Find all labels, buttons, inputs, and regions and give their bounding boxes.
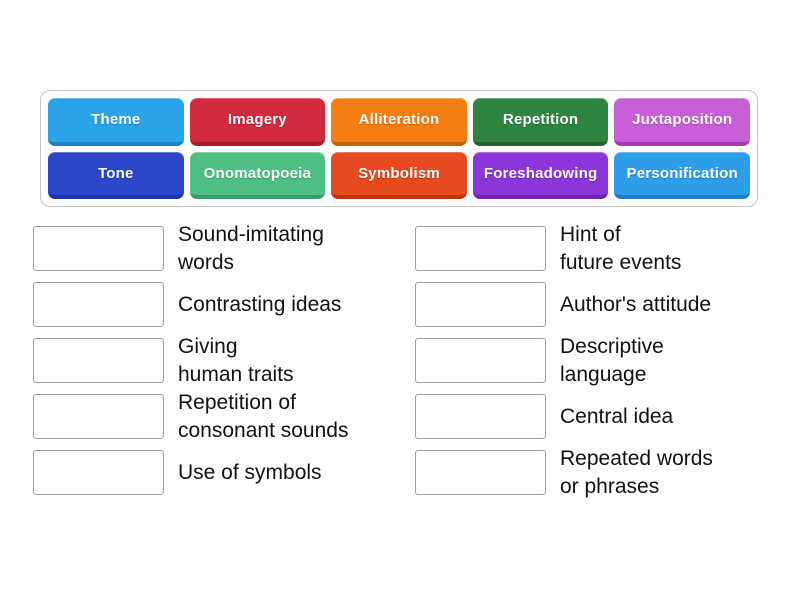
- definition-label: Giving human traits: [178, 333, 294, 389]
- definition-label: Hint of future events: [560, 221, 681, 277]
- answer-slot[interactable]: [33, 226, 164, 271]
- definition-line: future events: [560, 250, 682, 274]
- match-row: Giving human traits: [33, 335, 403, 386]
- tile-tone[interactable]: Tone: [48, 151, 184, 199]
- definition-line: human traits: [178, 362, 294, 386]
- match-row: Sound-imitating words: [33, 223, 403, 274]
- match-row: Use of symbols: [33, 450, 403, 495]
- definition-label: Contrasting ideas: [178, 291, 341, 319]
- definitions-column-left: Sound-imitating words Contrasting ideas …: [33, 223, 403, 506]
- definition-line: Author's attitude: [560, 292, 712, 316]
- tile-juxtaposition[interactable]: Juxtaposition: [614, 98, 750, 146]
- definition-label: Central idea: [560, 403, 673, 431]
- definition-line: Sound-imitating: [178, 222, 324, 246]
- match-row: Repeated words or phrases: [415, 447, 785, 498]
- match-row: Descriptive language: [415, 335, 785, 386]
- answer-slot[interactable]: [415, 282, 546, 327]
- definition-label: Author's attitude: [560, 291, 711, 319]
- match-row: Contrasting ideas: [33, 282, 403, 327]
- definition-label: Sound-imitating words: [178, 221, 324, 277]
- tile-alliteration[interactable]: Alliteration: [331, 98, 467, 146]
- answer-slot[interactable]: [415, 394, 546, 439]
- tile-theme[interactable]: Theme: [48, 98, 184, 146]
- tile-personification[interactable]: Personification: [614, 151, 750, 199]
- definition-line: Use of symbols: [178, 460, 322, 484]
- answer-slot[interactable]: [33, 282, 164, 327]
- answer-slot[interactable]: [415, 226, 546, 271]
- tile-foreshadowing[interactable]: Foreshadowing: [472, 151, 609, 199]
- definition-line: Central idea: [560, 404, 674, 428]
- definition-label: Use of symbols: [178, 459, 322, 487]
- definition-label: Descriptive language: [560, 333, 664, 389]
- answer-slot[interactable]: [33, 338, 164, 383]
- tile-repetition[interactable]: Repetition: [472, 98, 609, 146]
- definition-line: Descriptive: [560, 334, 664, 358]
- match-row: Author's attitude: [415, 282, 785, 327]
- tile-imagery[interactable]: Imagery: [189, 98, 326, 146]
- answer-slot[interactable]: [33, 450, 164, 495]
- answer-slot[interactable]: [415, 450, 546, 495]
- definition-line: or phrases: [560, 474, 660, 498]
- definition-line: words: [178, 250, 235, 274]
- definition-line: consonant sounds: [178, 418, 349, 442]
- keyword-bank: Theme Imagery Alliteration Repetition Ju…: [40, 90, 758, 207]
- definition-label: Repetition of consonant sounds: [178, 389, 348, 445]
- tile-symbolism[interactable]: Symbolism: [331, 151, 467, 199]
- tile-onomatopoeia[interactable]: Onomatopoeia: [189, 151, 326, 199]
- definitions-column-right: Hint of future events Author's attitude …: [415, 223, 785, 506]
- match-row: Hint of future events: [415, 223, 785, 274]
- definition-line: Hint of: [560, 222, 621, 246]
- answer-slot[interactable]: [415, 338, 546, 383]
- definition-line: Repeated words: [560, 446, 713, 470]
- definition-line: Giving: [178, 334, 238, 358]
- answer-slot[interactable]: [33, 394, 164, 439]
- definition-line: Repetition of: [178, 390, 296, 414]
- match-row: Central idea: [415, 394, 785, 439]
- definition-line: language: [560, 362, 647, 386]
- match-row: Repetition of consonant sounds: [33, 391, 403, 442]
- definition-label: Repeated words or phrases: [560, 445, 713, 501]
- definition-line: Contrasting ideas: [178, 292, 342, 316]
